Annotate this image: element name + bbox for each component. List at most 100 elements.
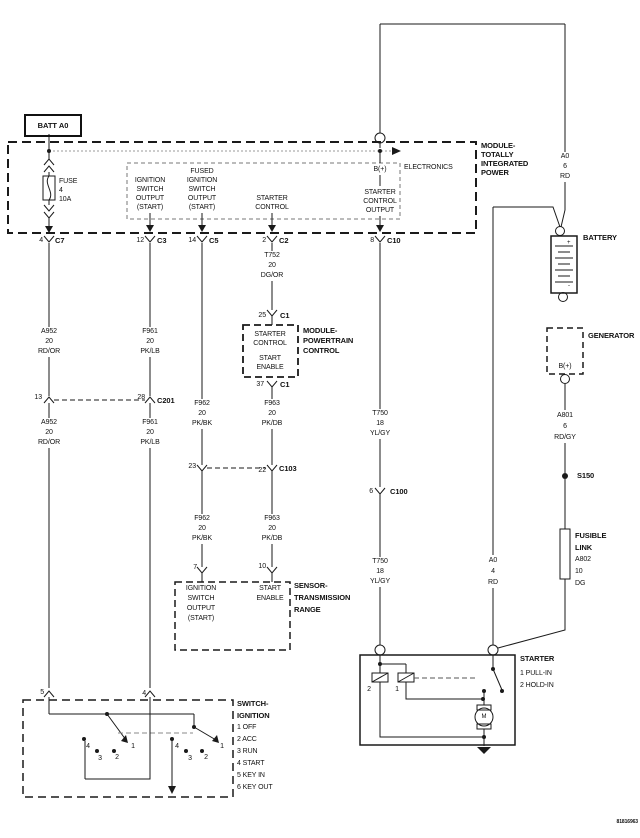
legend-line: 1 OFF xyxy=(237,724,257,731)
connector-c103-pin-right: 22 xyxy=(258,467,266,474)
trs-pin-10: 10 xyxy=(258,563,266,570)
fuse-name: FUSE xyxy=(59,178,78,185)
connector-c3: C3 xyxy=(157,236,167,245)
col-line: SWITCH xyxy=(188,186,216,193)
tipm-title-line: POWER xyxy=(481,168,509,177)
trs-title: SENSOR- TRANSMISSION RANGE xyxy=(294,580,350,616)
wire-circuit: T750 xyxy=(372,410,388,417)
splice-s150-label: S150 xyxy=(577,471,595,480)
wire-color: PK/LB xyxy=(140,439,160,446)
wire-label-t750-upper: T750 18 YL/GY xyxy=(368,409,392,439)
col-line: OUTPUT xyxy=(187,195,217,202)
wire-gauge: 10 xyxy=(575,568,583,575)
starter-box xyxy=(359,654,516,746)
wire-gauge: 4 xyxy=(491,568,495,575)
wire-color: RD/OR xyxy=(37,439,61,446)
wire-color: RD xyxy=(560,173,570,180)
starter-legend-line: 2 HOLD-IN xyxy=(520,682,554,689)
connector-c100-pin: 6 xyxy=(369,488,373,495)
ignition-switch-legend: 1 OFF 2 ACC 3 RUN 4 START 5 KEY IN 6 KEY… xyxy=(237,722,273,794)
pcm-line: START xyxy=(259,355,281,362)
switch-pos-right-2: 2 xyxy=(204,754,208,761)
switch-pos-left-1: 1 xyxy=(131,743,135,750)
connector-c1-bot: C1 xyxy=(280,380,290,389)
wire-circuit: A802 xyxy=(575,556,591,563)
tipm-title-line: INTEGRATED xyxy=(481,159,529,168)
wire-label-f963-lower: F963 20 PK/DB xyxy=(260,514,284,544)
batt-a0-tag: BATT A0 xyxy=(24,114,82,137)
switch-pos-left-2: 2 xyxy=(115,754,119,761)
trs-title-line: TRANSMISSION xyxy=(294,593,351,602)
ignition-switch-pin-4: 4 xyxy=(142,690,146,697)
tipm-box xyxy=(7,141,477,234)
wire-color: RD/GY xyxy=(554,434,576,441)
connector-c5-pin: 14 xyxy=(188,237,196,244)
trs-pin-7: 7 xyxy=(193,564,197,571)
electronics-label: ELECTRONICS xyxy=(404,164,453,171)
pcm-line: STARTER xyxy=(254,331,286,338)
wire-circuit: A952 xyxy=(41,419,57,426)
col-line: STARTER xyxy=(364,189,396,196)
pcm-title-line: CONTROL xyxy=(303,346,340,355)
starter-legend-line: 1 PULL-IN xyxy=(520,670,552,677)
connector-c201-pin-right: 28 xyxy=(137,394,145,401)
wire-label-f963-upper: F963 20 PK/DB xyxy=(260,399,284,429)
battery-label: BATTERY xyxy=(583,233,617,242)
fusible-link-label: FUSIBLE LINK A802 10 DG xyxy=(575,530,606,590)
wire-circuit: F963 xyxy=(264,400,280,407)
wire-circuit: F961 xyxy=(142,419,158,426)
trs-line: START xyxy=(259,585,281,592)
col-line: IGNITION xyxy=(134,177,166,184)
trs-title-line: RANGE xyxy=(294,605,321,614)
wire-gauge: 18 xyxy=(376,568,384,575)
ignition-switch-title-line: SWITCH- xyxy=(237,699,269,708)
wire-label-t752: T752 20 DG/OR xyxy=(259,251,285,281)
ignition-switch-title: SWITCH- IGNITION xyxy=(237,698,270,722)
legend-line: 5 KEY IN xyxy=(237,772,265,779)
col-line: IGNITION xyxy=(186,177,218,184)
col-line: CONTROL xyxy=(255,204,289,211)
wire-label-a0-6: A0 6 RD xyxy=(559,152,571,182)
wire-gauge: 20 xyxy=(45,429,53,436)
ignition-switch-pin-5: 5 xyxy=(40,689,44,696)
connector-c201: C201 xyxy=(157,396,175,405)
trs-ignition-output-label: IGNITION SWITCH OUTPUT (START) xyxy=(186,584,216,624)
connector-c103: C103 xyxy=(279,464,297,473)
connector-c2-pin: 2 xyxy=(262,237,266,244)
wire-color: PK/BK xyxy=(191,535,213,542)
wire-gauge: 6 xyxy=(563,163,567,170)
starter-motor-label: M xyxy=(481,714,487,720)
starter-coil-1-label: 1 xyxy=(395,686,399,693)
wire-circuit: A0 xyxy=(560,153,570,160)
tipm-title-line: MODULE- xyxy=(481,141,516,150)
trs-line: ENABLE xyxy=(256,595,284,602)
wire-color: YL/GY xyxy=(369,578,391,585)
switch-pos-left-3: 3 xyxy=(98,755,102,762)
connector-c10-pin: 8 xyxy=(370,237,374,244)
generator-b-plus: B(+) xyxy=(557,362,573,372)
switch-pos-right-3: 3 xyxy=(188,755,192,762)
fuse-label: FUSE 4 10A xyxy=(59,177,77,204)
tipm-col-ignition-switch-output: IGNITION SWITCH OUTPUT (START) xyxy=(135,176,165,212)
connector-c1-bot-pin: 37 xyxy=(256,381,264,388)
pcm-line: CONTROL xyxy=(253,340,287,347)
ground-symbol xyxy=(477,747,491,754)
col-line: (START) xyxy=(136,204,164,211)
pcm-title-line: POWERTRAIN xyxy=(303,336,354,345)
wire-color: DG xyxy=(575,580,586,587)
fusible-link-title-line: LINK xyxy=(575,543,593,552)
col-line: OUTPUT xyxy=(365,207,395,214)
col-line: (START) xyxy=(188,204,216,211)
wire-label-t750-lower: T750 18 YL/GY xyxy=(368,557,392,587)
legend-line: 3 RUN xyxy=(237,748,258,755)
wire-gauge: 20 xyxy=(146,338,154,345)
wire-color: YL/GY xyxy=(369,430,391,437)
col-line: SWITCH xyxy=(136,186,164,193)
wire-label-a952-lower: A952 20 RD/OR xyxy=(36,418,62,448)
wire-color: PK/DB xyxy=(261,535,283,542)
connector-c7-pin: 4 xyxy=(39,237,43,244)
connector-c7: C7 xyxy=(55,236,65,245)
wire-circuit: F963 xyxy=(264,515,280,522)
wire-circuit: F962 xyxy=(194,400,210,407)
